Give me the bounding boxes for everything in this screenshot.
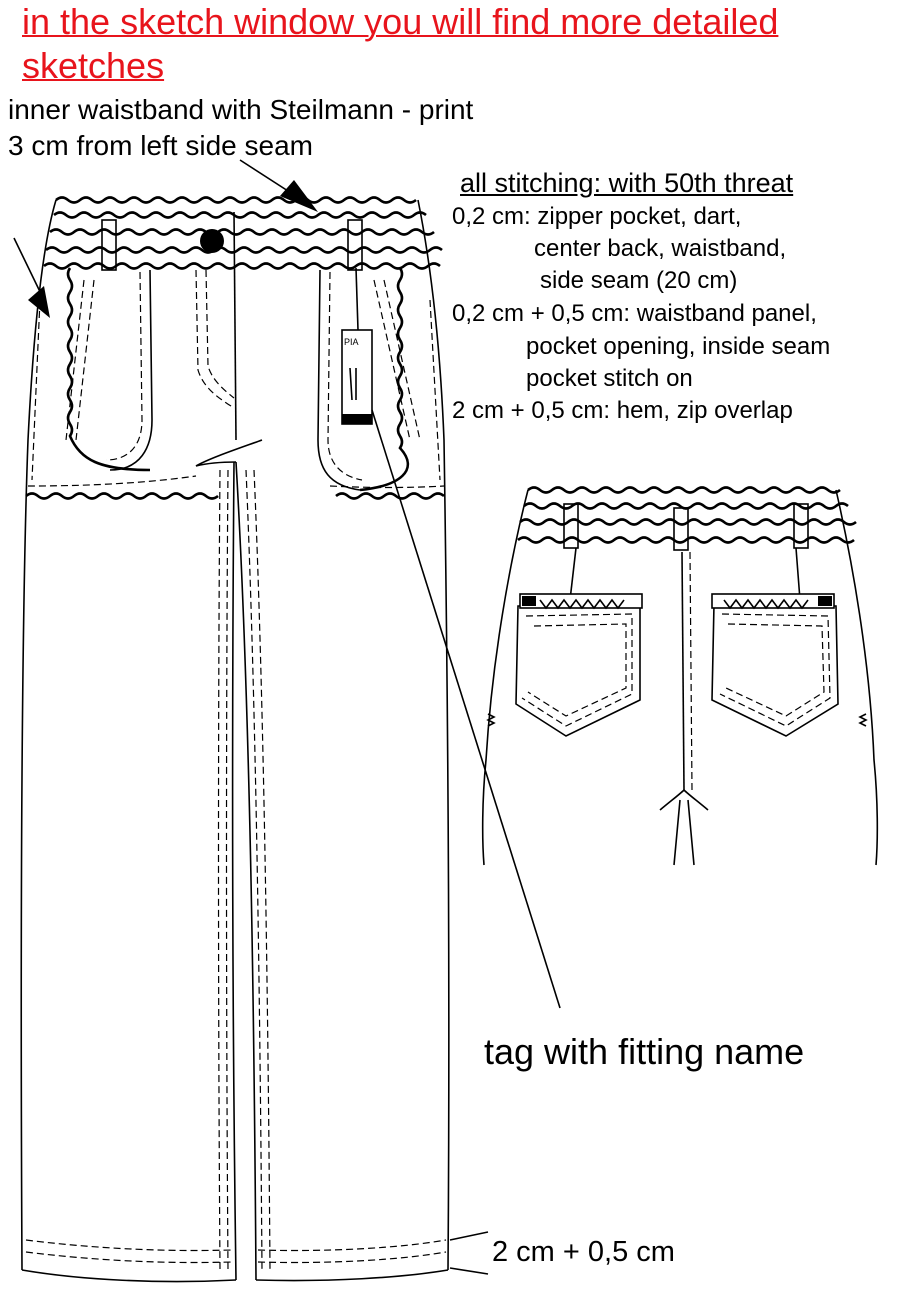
- front-center-line: [233, 211, 237, 441]
- front-inseam-stitch-2: [225, 469, 229, 1271]
- stitching-line-4: 0,2 cm + 0,5 cm: waistband panel,: [452, 300, 817, 327]
- front-waistband-bottom-edge: [43, 262, 441, 270]
- front-right-yoke-stitch: [329, 485, 445, 489]
- front-hem-stitch-right-1: [257, 1239, 447, 1252]
- front-left-yoke-stitch: [27, 475, 197, 487]
- tag-leader-line: [371, 409, 561, 1009]
- back-crotch: [659, 788, 709, 811]
- front-fly-stitch: [195, 269, 235, 409]
- front-left-pocket-stitch: [105, 271, 143, 461]
- front-left-pocket-outline: [66, 267, 151, 472]
- back-right-bartack: [858, 713, 868, 727]
- hem-measurement-note: 2 cm + 0,5 cm: [492, 1236, 675, 1268]
- back-belt-loop-right: [793, 503, 809, 549]
- waistband-arrow-icon: [280, 180, 318, 212]
- stitching-line-2: center back, waistband,: [534, 235, 787, 262]
- back-right-dart: [795, 547, 801, 601]
- front-waistband-row-3: [45, 246, 443, 254]
- front-left-outseam: [20, 199, 57, 1271]
- front-left-pocket-bag: [109, 269, 153, 471]
- front-inseam-left-leg: [231, 461, 237, 1281]
- back-left-pocket: [515, 593, 643, 737]
- front-belt-loop-left: [101, 219, 117, 271]
- stitching-line-7: 2 cm + 0,5 cm: hem, zip overlap: [452, 397, 793, 424]
- back-right-outseam: [835, 489, 879, 866]
- front-inseam-right-leg: [235, 461, 257, 1281]
- front-crotch-point: [195, 439, 263, 467]
- back-right-pocket: [711, 593, 839, 737]
- back-belt-loop-center: [673, 507, 689, 551]
- front-hem-left: [21, 1269, 237, 1283]
- back-center-seam-stitch: [689, 551, 693, 791]
- tag-fitting-name-note: tag with fitting name: [484, 1031, 805, 1072]
- fitting-name-tag: [341, 267, 373, 425]
- front-inseam-stitch-1: [217, 469, 221, 1271]
- hem-leader-line-1: [449, 1231, 489, 1241]
- front-inseam-stitch-4: [253, 469, 271, 1271]
- front-right-outseam: [417, 199, 450, 1271]
- stitching-line-5: pocket opening, inside seam: [526, 333, 831, 360]
- front-right-pocket-opening-stitch-2: [373, 279, 411, 441]
- front-hem-stitch-right-2: [257, 1251, 447, 1264]
- front-left-pocket-opening-stitch-2: [75, 279, 95, 441]
- front-left-side-stitch: [31, 299, 41, 481]
- inner-waistband-note-line-1: inner waistband with Steilmann - print: [8, 94, 474, 125]
- front-hem-stitch-left-2: [25, 1251, 233, 1264]
- stitching-line-1: 0,2 cm: zipper pocket, dart,: [452, 203, 742, 230]
- front-inseam-stitch-3: [245, 469, 263, 1271]
- front-waistband-top-edge: [55, 196, 417, 204]
- front-waistband-row-1: [53, 211, 427, 219]
- back-leg-right-inner: [687, 799, 695, 866]
- sketch-window-note-line-1[interactable]: in the sketch window you will find more …: [22, 1, 779, 42]
- stitching-line-6: pocket stitch on: [526, 365, 693, 392]
- back-belt-loop-left: [563, 503, 579, 549]
- front-fly-stitch-2: [205, 269, 235, 399]
- front-right-pocket-stitch: [327, 271, 363, 481]
- stitching-line-3: side seam (20 cm): [540, 267, 738, 294]
- back-waistband-bottom-edge: [517, 536, 855, 544]
- back-view-trousers: [481, 486, 879, 866]
- front-hem-right: [255, 1269, 449, 1282]
- back-center-seam: [681, 551, 685, 791]
- front-right-pocket-bag: [317, 269, 361, 491]
- back-left-outseam: [481, 489, 529, 866]
- tag-brand-label: PIA: [344, 337, 359, 347]
- hem-leader-line-2: [449, 1267, 489, 1275]
- front-right-side-stitch: [429, 299, 441, 481]
- front-right-yoke: [335, 492, 445, 500]
- back-left-dart: [569, 547, 577, 601]
- front-left-pocket-opening-stitch: [65, 279, 85, 441]
- back-waistband-top-edge: [527, 486, 841, 494]
- back-leg-left-inner: [673, 799, 681, 866]
- front-left-yoke: [25, 492, 219, 500]
- front-hem-stitch-left-1: [25, 1239, 233, 1252]
- front-button: [200, 229, 224, 253]
- front-right-pocket-outline: [359, 267, 410, 492]
- stitching-heading: all stitching: with 50th threat: [460, 168, 794, 198]
- sketch-window-note-line-2[interactable]: sketches: [22, 45, 165, 86]
- front-belt-loop-right: [347, 219, 363, 271]
- front-waistband-row-2: [49, 228, 435, 236]
- front-view-trousers: [20, 196, 450, 1283]
- back-left-bartack: [486, 713, 496, 727]
- callout-leaders: [13, 159, 561, 1275]
- front-right-pocket-opening-stitch: [383, 279, 421, 441]
- inner-waistband-note-line-2: 3 cm from left side seam: [8, 130, 313, 161]
- side-seam-arrow-icon: [28, 286, 50, 318]
